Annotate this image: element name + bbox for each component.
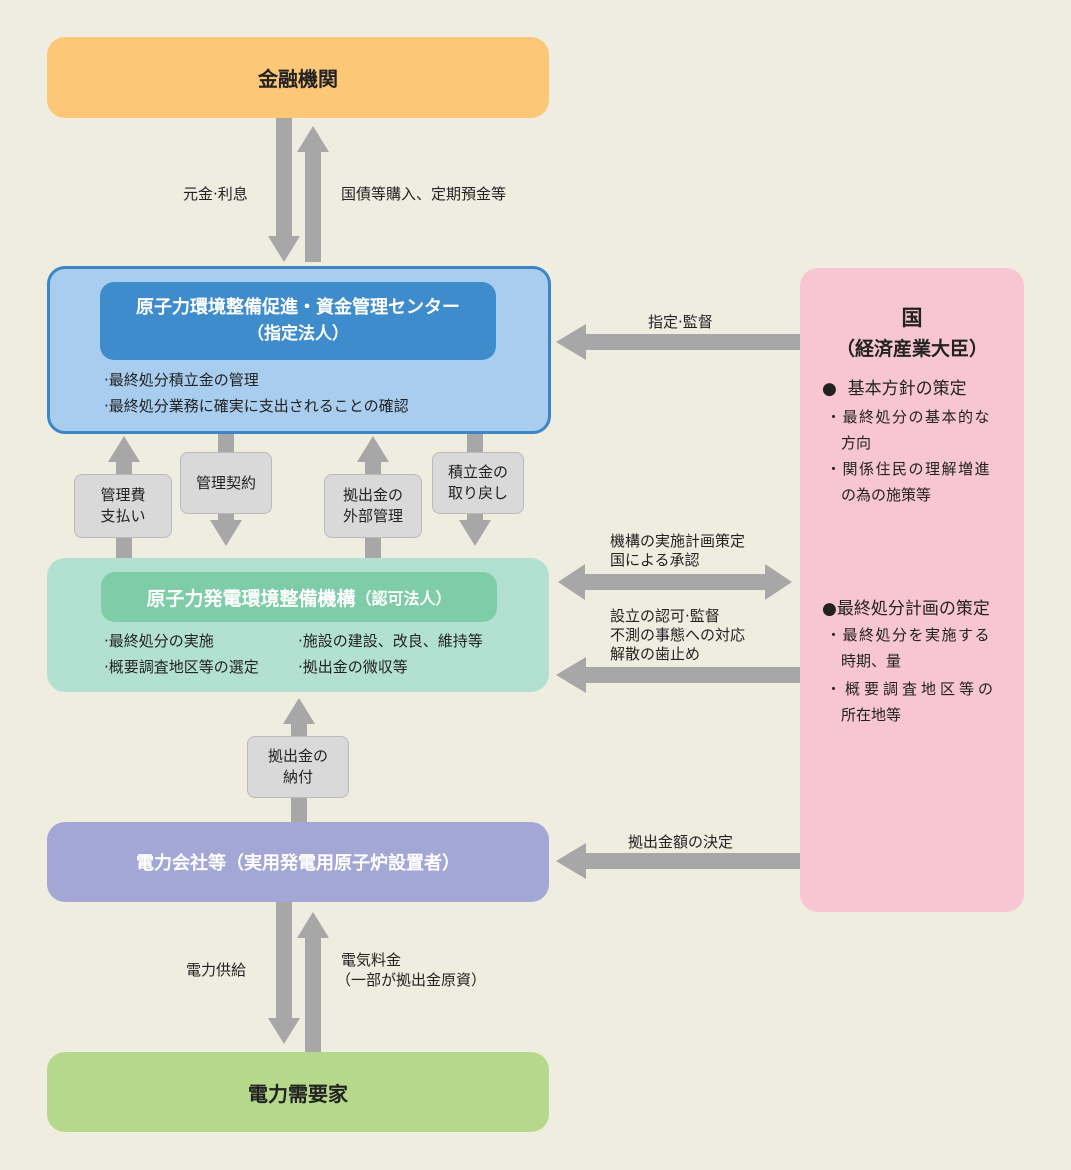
- arrow-left-establishment: [556, 657, 800, 693]
- government-title: 国: [901, 306, 923, 330]
- basic-policy-item-1: ・最終処分の基本的な: [826, 408, 992, 426]
- center-bullet-2: ·最終処分業務に確実に支出されることの確認: [104, 397, 409, 415]
- power-supply-label: 電力供給: [186, 961, 247, 979]
- electricity-consumers-box: 電力需要家: [47, 1052, 549, 1132]
- contribution-payment-label: 拠出金の 納付: [247, 736, 349, 798]
- fund-management-center-title-box: 原子力環境整備促進・資金管理センター （指定法人）: [100, 282, 496, 360]
- arrow-down-supply: [268, 902, 300, 1044]
- withdrawal-label: 積立金の 取り戻し: [432, 452, 524, 514]
- mgmt-fee-text: 管理費 支払い: [100, 486, 146, 525]
- arrow-down-principal: [268, 118, 300, 262]
- disposal-organization-title-box: 原子力発電環境整備機構（認可法人）: [101, 572, 497, 622]
- arrow-up-fee: [297, 912, 329, 1052]
- organization-title-suffix: （認可法人）: [355, 589, 452, 608]
- center-bullet-1: ·最終処分積立金の管理: [104, 371, 259, 389]
- electric-utilities-box: 電力会社等（実用発電用原子炉設置者）: [47, 822, 549, 902]
- organization-bullet-right-2: ·拠出金の微収等: [298, 658, 408, 676]
- arrow-left-amount: [556, 843, 800, 879]
- external-mgmt-text: 拠出金の 外部管理: [342, 486, 403, 525]
- mgmt-fee-label: 管理費 支払い: [74, 474, 172, 538]
- contribution-payment-text: 拠出金の 納付: [267, 747, 328, 786]
- withdrawal-text: 積立金の 取り戻し: [447, 463, 508, 502]
- mgmt-contract-label: 管理契約: [180, 452, 272, 514]
- disposal-plan-item-3: ・概要調査地区等の: [826, 680, 998, 698]
- basic-policy-item-3: ・関係住民の理解増進: [826, 460, 992, 478]
- arrow-left-designation: [556, 324, 800, 360]
- electricity-fee-label-2: （一部が拠出金原資）: [336, 971, 487, 989]
- disposal-plan-item-1: ・最終処分を実施する: [826, 626, 992, 644]
- disposal-plan-heading: ●最終処分計画の策定: [822, 599, 990, 619]
- plan-approval-label-1: 機構の実施計画策定: [610, 532, 746, 550]
- designation-label: 指定·監督: [648, 313, 713, 331]
- contribution-amount-label: 拠出金額の決定: [628, 833, 734, 851]
- organization-bullet-left-2: ·概要調査地区等の選定: [104, 658, 259, 676]
- basic-policy-item-2: 方向: [826, 434, 872, 452]
- utilities-title: 電力会社等（実用発電用原子炉設置者）: [136, 853, 460, 874]
- disposal-plan-item-4: 所在地等: [826, 706, 902, 724]
- basic-policy-heading: ● 基本方針の策定: [822, 379, 967, 399]
- mgmt-contract-text: 管理契約: [195, 473, 256, 492]
- organization-bullet-left-1: ·最終処分の実施: [104, 632, 214, 650]
- establishment-label-1: 設立の認可·監督: [610, 607, 720, 625]
- government-subtitle: （経済産業大臣）: [835, 338, 988, 360]
- organization-bullet-right-1: ·施設の建設、改良、維持等: [298, 632, 483, 650]
- establishment-label-2: 不測の事態への対応: [610, 626, 746, 644]
- organization-title: 原子力発電環境整備機構: [146, 587, 356, 610]
- bond-purchase-label: 国債等購入、定期預金等: [341, 185, 507, 203]
- center-title: 原子力環境整備促進・資金管理センター: [136, 297, 460, 318]
- basic-policy-item-4: の為の施策等: [826, 486, 932, 504]
- disposal-plan-item-2: 時期、量: [826, 652, 902, 670]
- center-subtitle: （指定法人）: [247, 324, 349, 344]
- financial-institutions-title: 金融機関: [258, 67, 338, 91]
- establishment-label-3: 解散の歯止め: [610, 645, 701, 663]
- financial-institutions-box: 金融機関: [47, 37, 549, 118]
- external-mgmt-label: 拠出金の 外部管理: [324, 474, 422, 538]
- electricity-fee-label-1: 電気料金: [341, 951, 402, 969]
- principal-interest-label: 元金·利息: [183, 185, 248, 203]
- consumers-title: 電力需要家: [248, 1081, 348, 1106]
- arrow-up-purchase: [297, 126, 329, 262]
- plan-approval-label-2: 国による承認: [610, 551, 700, 569]
- arrow-both-plan: [558, 564, 792, 600]
- government-box: [800, 268, 1024, 912]
